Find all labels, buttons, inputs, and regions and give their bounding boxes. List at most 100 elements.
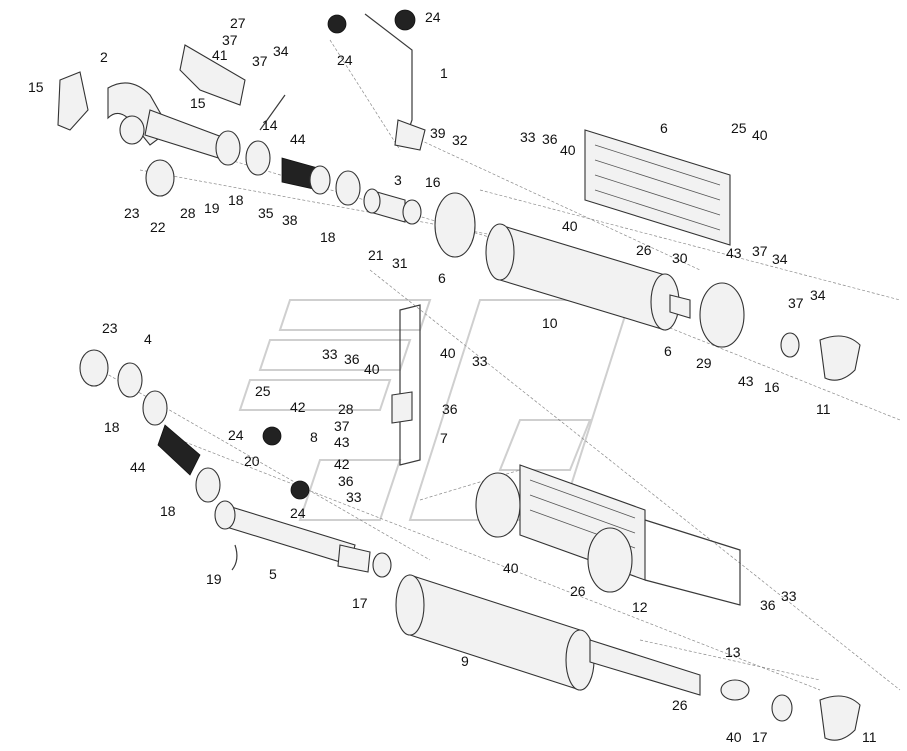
part-number-label: 40 [560,142,576,158]
part-number-label: 16 [764,379,780,395]
part-number-label: 37 [788,295,804,311]
part-number-label: 15 [28,79,44,95]
hook-19 [231,544,238,571]
bellows-44l [157,424,201,476]
part-number-label: 33 [322,346,338,362]
tail-26 [589,639,701,696]
flange-18c [335,170,361,206]
part-number-label: 5 [269,566,277,582]
part-number-label: 34 [772,251,788,267]
bracket-41 [179,44,246,106]
part-number-label: 38 [282,212,298,228]
part-number-label: 18 [228,192,244,208]
part-number-label: 42 [334,456,350,472]
part-number-label: 4 [144,331,152,347]
part-number-label: 40 [726,729,742,745]
part-number-label: 35 [258,205,274,221]
part-number-label: 18 [160,503,176,519]
part-number-label: 43 [738,373,754,389]
part-number-label: 7 [440,430,448,446]
part-number-label: 11 [816,401,831,417]
part-number-label: 44 [130,459,146,475]
part-number-label: 40 [562,218,578,234]
outlet-elbow-11 [819,335,861,381]
part-number-label: 31 [392,255,408,271]
part-number-label: 40 [440,345,456,361]
part-number-label: 21 [368,247,384,263]
part-number-label: 10 [542,315,558,331]
part-number-label: 39 [430,125,446,141]
part-number-label: 11 [862,729,877,745]
part-number-label: 3 [394,172,402,188]
part-number-label: 17 [352,595,368,611]
part-number-label: 43 [726,245,742,261]
clamp-13 [720,679,750,701]
flange-23l [79,349,109,387]
part-number-label: 23 [124,205,140,221]
part-number-label: 37 [752,243,768,259]
part-number-label: 17 [752,729,768,745]
part-number-label: 6 [660,120,668,136]
part-number-label: 18 [320,229,336,245]
part-number-label: 40 [364,361,380,377]
rod-14 [259,94,286,131]
part-number-label: 36 [442,401,458,417]
part-number-label: 18 [104,419,120,435]
part-number-label: 43 [334,434,350,450]
flange-4 [117,362,143,398]
flange-18a [215,130,241,166]
part-number-label: 20 [244,453,260,469]
part-number-label: 14 [262,117,278,133]
clamp-17 [372,552,392,578]
part-number-label: 24 [228,427,244,443]
part-number-label: 28 [180,205,196,221]
ring-clamp-6b [699,282,745,348]
part-number-label: 29 [696,355,712,371]
part-number-label: 33 [472,353,488,369]
part-number-label: 30 [672,250,688,266]
upper-exhaust-assembly [57,9,861,381]
part-number-label: 34 [273,43,289,59]
part-number-label: 37 [222,32,238,48]
muffler-9 [409,574,581,691]
part-number-label: 9 [461,653,469,669]
heat-shield-15 [57,71,89,131]
part-number-label: 13 [725,644,741,660]
clamp-16b [780,332,800,358]
part-number-label: 27 [230,15,246,31]
cap-24b [394,9,416,31]
clamp-16 [402,199,422,225]
part-number-label: 33 [781,588,797,604]
part-number-label: 41 [212,47,228,63]
part-number-label: 33 [346,489,362,505]
part-number-label: 36 [338,473,354,489]
guard-6 [584,129,731,246]
flange-18l [142,390,168,426]
part-number-label: 8 [310,429,318,445]
part-number-label: 2 [100,49,108,65]
part-number-label: 42 [290,399,306,415]
part-number-label: 28 [338,401,354,417]
pipe-5 [219,504,356,566]
part-number-label: 36 [542,131,558,147]
part-number-label: 36 [760,597,776,613]
part-number-label: 34 [810,287,826,303]
part-number-label: 40 [752,127,768,143]
clamp-17b [771,694,793,722]
tail-pipe-1 [364,13,413,141]
part-number-label: 33 [520,129,536,145]
part-number-label: 19 [206,571,222,587]
flange-18b [245,140,271,176]
part-number-label: 26 [636,242,652,258]
ring-clamp-6a [434,192,476,258]
part-number-label: 12 [632,599,648,615]
part-number-label: 6 [438,270,446,286]
part-number-label: 24 [337,52,353,68]
cap-24d [290,480,310,500]
part-number-label: 44 [290,131,306,147]
part-number-label: 40 [503,560,519,576]
part-number-label: 26 [570,583,586,599]
